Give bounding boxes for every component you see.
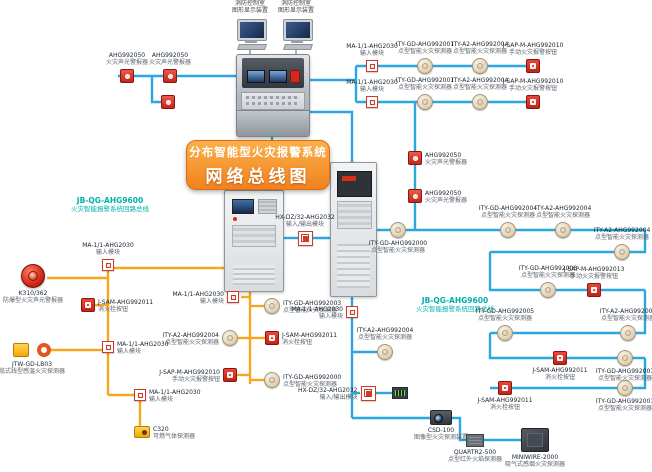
manual-call-point-node [498, 381, 512, 395]
smoke-detector-node [264, 372, 280, 388]
cabinet-keypad [258, 199, 277, 214]
monitor-keyboard [283, 44, 313, 50]
video-fire-detector-node [430, 409, 452, 425]
bus-wire-blue [490, 290, 647, 335]
loop-bus-model: JB-QG-AHG9600 [76, 196, 144, 205]
console-screen [269, 70, 287, 83]
manual-call-point-node [223, 368, 237, 382]
cabinet-vent [337, 244, 370, 288]
smoke-detector-node [555, 222, 571, 238]
console-front-panel [237, 110, 309, 136]
monitor-base [245, 40, 257, 43]
smoke-detector-node [417, 94, 433, 110]
sounder-strobe-node [161, 95, 175, 109]
smoke-detector-node [472, 58, 488, 74]
input-module-node [366, 60, 378, 72]
smoke-detector-node [417, 58, 433, 74]
ir-flame-detector-node [466, 433, 484, 447]
input-module-node [227, 291, 239, 303]
console-deck [242, 58, 304, 88]
input-module-node [134, 389, 146, 401]
gas-detector-node [134, 426, 150, 438]
smoke-detector-node [497, 325, 513, 341]
manual-call-point-node [526, 59, 540, 73]
io-module-node [297, 230, 313, 246]
fire-alarm-control-console [236, 54, 310, 137]
bus-wire-blue [490, 358, 647, 390]
monitor-base [291, 40, 303, 43]
sounder-strobe-node [120, 69, 134, 83]
input-module-node [346, 306, 358, 318]
smoke-detector-node [620, 325, 636, 341]
console-button-panel [241, 92, 305, 110]
smoke-detector-node [377, 344, 393, 360]
diagram-title-banner: 分布智能型火灾报警系统 网络总线图 [186, 140, 330, 190]
diagram-title-line1: 分布智能型火灾报警系统 [189, 144, 327, 159]
bus-wire-blue [150, 76, 161, 104]
manual-call-point-node [553, 351, 567, 365]
monitor-screen [283, 19, 313, 41]
smoke-detector-node [472, 94, 488, 110]
input-module-node [366, 96, 378, 108]
input-module-node [102, 259, 114, 271]
diagram-title-line2: 网络总线图 [205, 166, 311, 187]
aspirating-smoke-detector-node [521, 428, 549, 452]
graphic-workstation-monitor [282, 13, 313, 51]
manual-call-point-node [81, 298, 95, 312]
graphic-workstation-monitor [236, 13, 267, 51]
manual-call-point-node [265, 331, 279, 345]
sounder-strobe-node [408, 189, 422, 203]
network-controller-cabinet [330, 162, 377, 297]
sounder-strobe-node [163, 69, 177, 83]
bus-wire-blue [308, 110, 354, 162]
smoke-detector-node [617, 350, 633, 366]
cabinet-screen [232, 199, 254, 214]
heat-sensing-cable-node [13, 341, 51, 359]
loop-controller-cabinet [224, 190, 284, 292]
manual-call-point-node [587, 283, 601, 297]
cabinet-led [233, 217, 237, 221]
smoke-detector-node [540, 282, 556, 298]
smoke-detector-node [500, 222, 516, 238]
monitor-screen [237, 19, 267, 41]
cabinet-vent [233, 265, 275, 285]
loop-bus-label: JB-QG-AHG9600 火灾智能报警系统回路总线 [50, 196, 170, 213]
loop-bus-model: JB-QG-AHG9600 [421, 296, 489, 305]
fire-display-panel-node [392, 387, 408, 399]
bus-wire-blue [490, 230, 647, 254]
loop-bus-desc: 火灾智能报警系统回路总线 [416, 305, 494, 313]
explosion-proof-bell-node [21, 264, 45, 288]
bus-wire-blue [488, 333, 645, 360]
smoke-detector-node [222, 330, 238, 346]
cabinet-led [342, 176, 356, 181]
fire-phone-handset [290, 70, 300, 83]
smoke-detector-node [264, 298, 280, 314]
cabinet-screen [337, 171, 372, 197]
input-module-node [102, 341, 114, 353]
loop-bus-label: JB-QG-AHG9600 火灾智能报警系统回路总线 [395, 296, 515, 313]
smoke-detector-node [390, 222, 406, 238]
cabinet-indicator-rows [232, 225, 276, 247]
monitor-keyboard [237, 44, 267, 50]
loop-bus-desc: 火灾智能报警系统回路总线 [71, 205, 149, 213]
monitor-label: 消防控制室图形显示装置 [231, 0, 268, 14]
sounder-strobe-node [408, 151, 422, 165]
smoke-detector-node [617, 380, 633, 396]
cabinet-indicator-rows [337, 201, 372, 229]
bus-wire-blue [452, 416, 466, 442]
console-screen [247, 70, 265, 83]
smoke-detector-node [614, 244, 630, 260]
io-module-node [360, 385, 376, 401]
manual-call-point-node [526, 95, 540, 109]
monitor-label: 消防控制室图形显示装置 [277, 0, 314, 14]
